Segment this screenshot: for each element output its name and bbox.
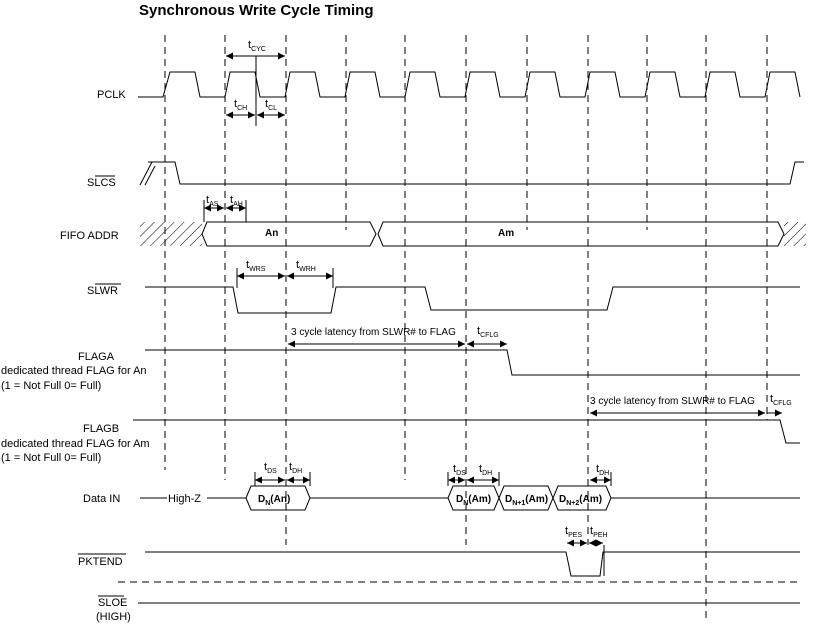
data-dn-am-value: DN(Am) xyxy=(456,494,491,507)
svg-text:DN(An): DN(An) xyxy=(258,494,290,507)
sloe-label: SLOE xyxy=(98,597,127,609)
highz-label-bg xyxy=(167,490,207,504)
tas-label: tAS xyxy=(206,194,219,208)
fifo-addr-am-value: Am xyxy=(498,228,514,239)
slcs-waveform xyxy=(148,161,804,185)
slcs-undefined-mark xyxy=(139,161,153,186)
svg-text:DN(Am): DN(Am) xyxy=(456,494,491,507)
tch-label: tCH xyxy=(234,98,247,112)
data-dn1-am-value: DN+1(Am) xyxy=(505,494,548,507)
flaga-note: (1 = Not Full 0= Full) xyxy=(1,380,101,392)
flaga-description: dedicated thread FLAG for An xyxy=(1,365,147,377)
tpeh-label: tPEH xyxy=(590,525,607,539)
diagram-title: Synchronous Write Cycle Timing xyxy=(139,2,374,19)
data-dn2-am-value: DN+2(Am) xyxy=(559,494,602,507)
flaga-waveform xyxy=(145,349,800,376)
flaga-label: FLAGA xyxy=(78,351,115,363)
fifo-addr-hatch-right xyxy=(784,222,806,246)
flagb-label: FLAGB xyxy=(83,423,119,435)
flagb-note: (1 = Not Full 0= Full) xyxy=(1,452,101,464)
pclk-label: PCLK xyxy=(97,89,126,101)
pktend-label: PKTEND xyxy=(78,556,123,568)
tcyc-label: tCYC xyxy=(248,39,266,53)
tcflg-b-label: tCFLG xyxy=(770,393,792,407)
flagb-waveform xyxy=(133,419,800,444)
guide-lines xyxy=(164,35,768,622)
twrh-label: tWRH xyxy=(296,259,316,273)
latency-b-label: 3 cycle latency from SLWR# to FLAG xyxy=(590,396,755,407)
fifo-addr-an-segment xyxy=(201,221,377,247)
pktend-waveform xyxy=(145,551,800,577)
tds2-label: tDS xyxy=(453,463,466,477)
svg-text:DN+2(Am): DN+2(Am) xyxy=(559,494,602,507)
slcs-undefined-mark xyxy=(144,165,156,186)
fifo-addr-an-value: An xyxy=(265,228,278,239)
fifo-addr-label: FIFO ADDR xyxy=(60,230,119,242)
data-dn-an-value: DN(An) xyxy=(258,494,290,507)
tah-label: tAH xyxy=(230,194,243,208)
latency-a-label: 3 cycle latency from SLWR# to FLAG xyxy=(291,327,456,338)
slwr-waveform xyxy=(145,286,800,314)
tpes-label: tPES xyxy=(565,525,582,539)
tdh2-label: tDH xyxy=(479,463,492,477)
tcl-label: tCL xyxy=(265,98,277,112)
fifo-addr-hatch-left xyxy=(140,222,202,246)
tdh1-label: tDH xyxy=(289,461,302,475)
fifo-addr-am-segment xyxy=(377,221,785,247)
tcflg-a-label: tCFLG xyxy=(477,325,499,339)
high-z-label: High-Z xyxy=(168,493,201,505)
slwr-label: SLWR xyxy=(87,285,118,297)
sloe-state-label: (HIGH) xyxy=(96,611,131,623)
slcs-label: SLCS xyxy=(87,177,116,189)
pclk-waveform xyxy=(138,71,801,98)
data-in-label: Data IN xyxy=(83,493,120,505)
tdh3-label: tDH xyxy=(596,463,609,477)
flagb-description: dedicated thread FLAG for Am xyxy=(1,438,150,450)
twrs-label: tWRS xyxy=(246,259,266,273)
tds1-label: tDS xyxy=(264,461,277,475)
svg-text:DN+1(Am): DN+1(Am) xyxy=(505,494,548,507)
